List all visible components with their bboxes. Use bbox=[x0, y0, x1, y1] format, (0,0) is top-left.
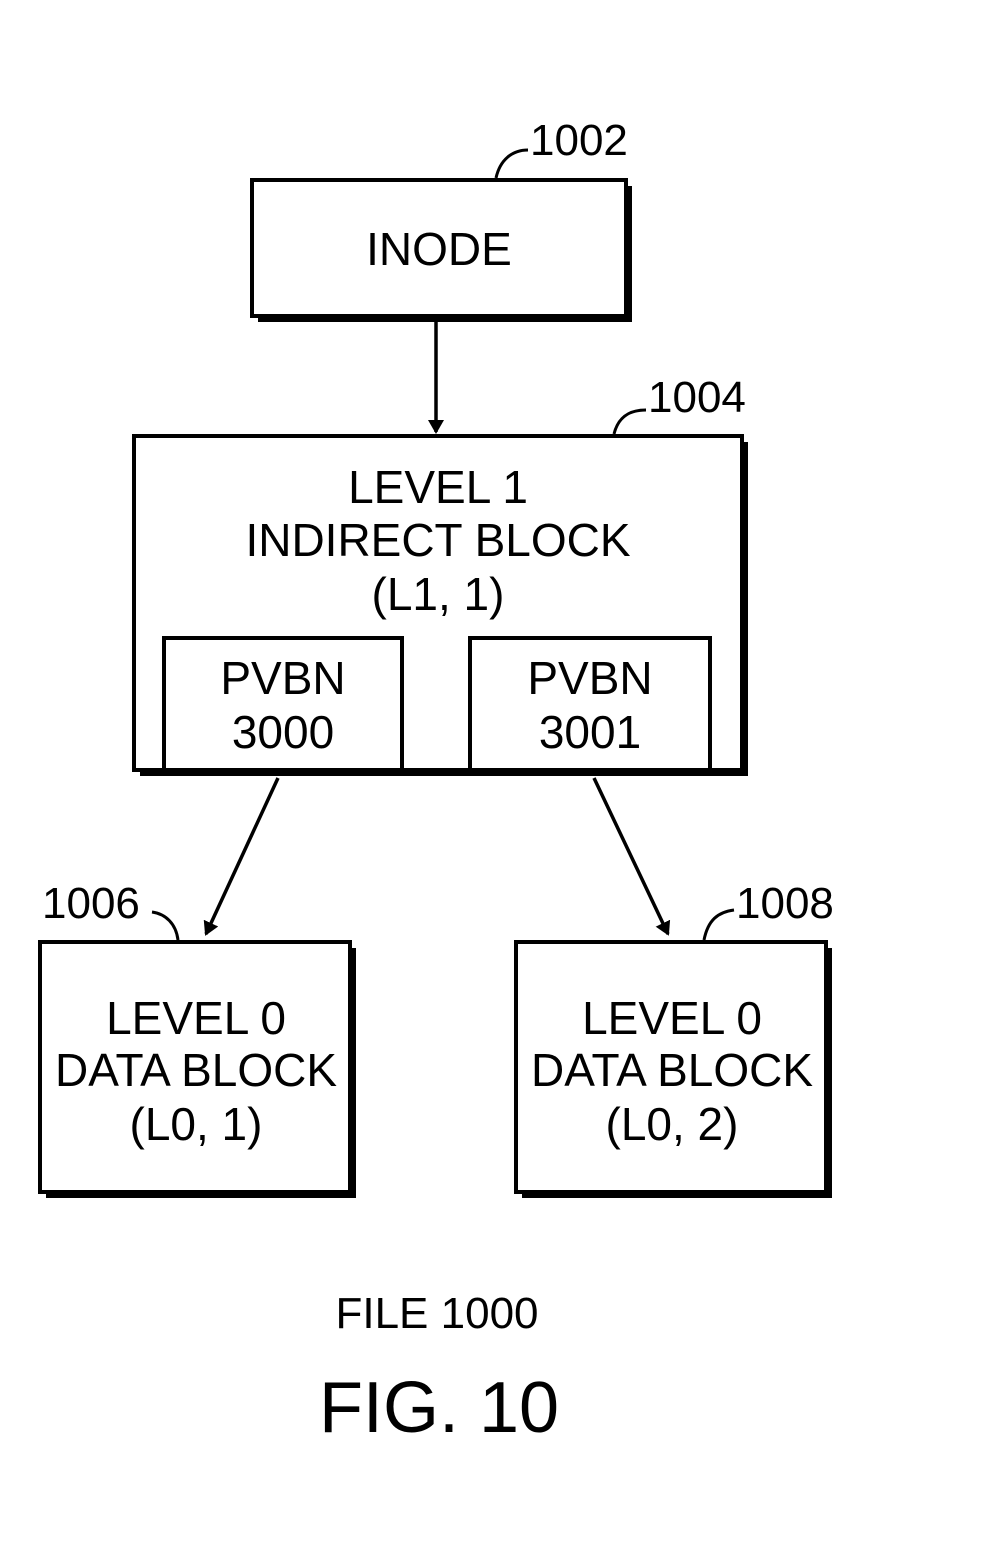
data-block-2-node: LEVEL 0 DATA BLOCK (L0, 2) bbox=[516, 942, 832, 1198]
pointer-1-line-2: 3000 bbox=[232, 706, 334, 758]
pointer-1-line-1: PVBN bbox=[220, 652, 345, 704]
figure-label: FIG. 10 bbox=[319, 1368, 559, 1448]
data-block-1-line-1: LEVEL 0 bbox=[106, 992, 286, 1044]
data-block-2-ref-leader bbox=[704, 910, 734, 940]
pvbn-3000-to-data-block-arrow bbox=[206, 778, 278, 934]
data-block-1-line-3: (L0, 1) bbox=[130, 1098, 263, 1150]
data-block-1-ref: 1006 bbox=[42, 879, 140, 928]
inode-node: INODE bbox=[252, 180, 632, 322]
inode-label: INODE bbox=[366, 223, 512, 275]
indirect-block-ref: 1004 bbox=[648, 373, 746, 422]
data-block-2-line-1: LEVEL 0 bbox=[582, 992, 762, 1044]
data-block-2-line-2: DATA BLOCK bbox=[531, 1044, 813, 1096]
indirect-block-ref-leader bbox=[614, 410, 646, 434]
file-caption: FILE 1000 bbox=[335, 1289, 538, 1338]
data-block-1-line-2: DATA BLOCK bbox=[55, 1044, 337, 1096]
indirect-block-line-3: (L1, 1) bbox=[372, 568, 505, 620]
data-block-1-node: LEVEL 0 DATA BLOCK (L0, 1) bbox=[40, 942, 356, 1198]
data-block-2-ref: 1008 bbox=[736, 879, 834, 928]
indirect-block-node: LEVEL 1 INDIRECT BLOCK (L1, 1) PVBN 3000… bbox=[134, 436, 748, 776]
indirect-block-line-2: INDIRECT BLOCK bbox=[245, 514, 630, 566]
data-block-2-line-3: (L0, 2) bbox=[606, 1098, 739, 1150]
pointer-pvbn-3000: PVBN 3000 bbox=[164, 638, 402, 770]
inode-ref: 1002 bbox=[530, 116, 628, 165]
pointer-2-line-1: PVBN bbox=[527, 652, 652, 704]
pointer-2-line-2: 3001 bbox=[539, 706, 641, 758]
data-block-1-ref-leader bbox=[152, 912, 178, 940]
pvbn-3001-to-data-block-arrow bbox=[594, 778, 668, 934]
pointer-pvbn-3001: PVBN 3001 bbox=[470, 638, 710, 770]
inode-ref-leader bbox=[496, 150, 528, 178]
indirect-block-line-1: LEVEL 1 bbox=[348, 461, 528, 513]
